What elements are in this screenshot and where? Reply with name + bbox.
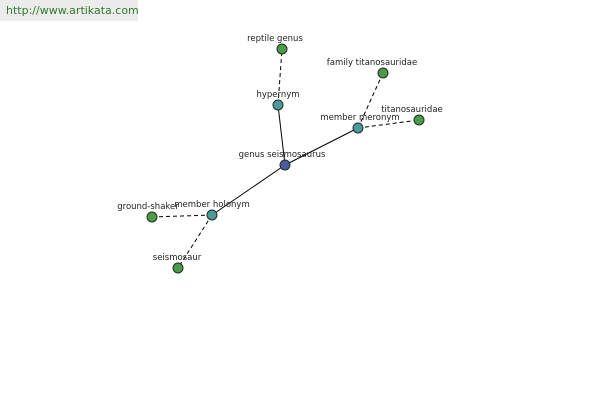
label-family-titanosauridae[interactable]: family titanosauridae xyxy=(327,58,417,68)
edge-center-member-meronym xyxy=(284,127,359,166)
label-member-meronym[interactable]: member meronym xyxy=(320,113,399,123)
edge-center-hypernym xyxy=(277,104,286,166)
node-titanosauridae[interactable] xyxy=(413,114,425,126)
site-url[interactable]: http://www.artikata.com xyxy=(0,0,139,21)
node-family-titanosauridae[interactable] xyxy=(377,67,389,79)
node-member-holonym[interactable] xyxy=(206,209,218,221)
node-seismosaur[interactable] xyxy=(172,262,184,274)
label-member-holonym[interactable]: member holonym xyxy=(174,200,249,210)
label-center[interactable]: genus seismosaurus xyxy=(239,150,326,160)
label-ground-shaker[interactable]: ground-shaker xyxy=(117,202,179,212)
label-hypernym[interactable]: hypernym xyxy=(256,90,299,100)
edge-member-holonym-seismosaur xyxy=(177,214,213,269)
node-member-meronym[interactable] xyxy=(352,122,364,134)
label-titanosauridae[interactable]: titanosauridae xyxy=(381,105,443,115)
edge-center-member-holonym xyxy=(211,164,286,216)
label-seismosaur[interactable]: seismosaur xyxy=(153,253,202,263)
node-ground-shaker[interactable] xyxy=(146,211,158,223)
node-center[interactable] xyxy=(279,159,291,171)
edge-member-meronym-titanosauridae xyxy=(357,119,420,129)
edge-member-meronym-family-titanosauridae xyxy=(357,72,384,129)
edge-member-holonym-ground-shaker xyxy=(151,214,213,218)
edge-hypernym-reptile-genus xyxy=(277,48,283,106)
label-reptile-genus[interactable]: reptile genus xyxy=(247,34,303,44)
node-hypernym[interactable] xyxy=(272,99,284,111)
node-reptile-genus[interactable] xyxy=(276,43,288,55)
